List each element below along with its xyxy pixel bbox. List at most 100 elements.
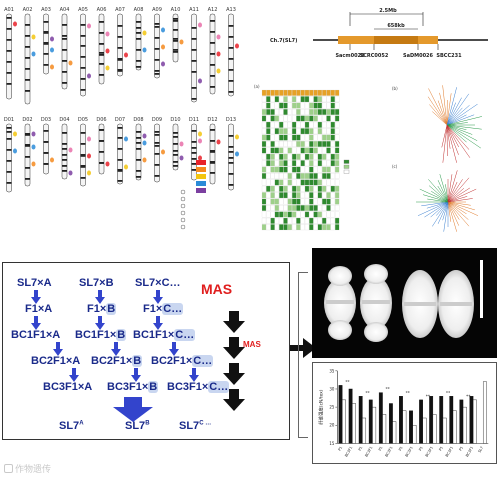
legend-swatch <box>343 159 350 164</box>
genotype-cell <box>296 166 301 173</box>
genotype-cell <box>313 102 318 109</box>
genotype-cell <box>287 128 292 135</box>
genotype-cell <box>274 128 279 135</box>
tree-branch <box>446 87 457 126</box>
qtl-marker <box>235 43 239 49</box>
qtl-marker <box>105 48 110 54</box>
chromosome-band <box>43 130 49 132</box>
genotype-cell <box>334 147 340 154</box>
mas-step-arrow-icon <box>223 337 245 359</box>
bc2-b: BC2F1×B <box>91 355 143 367</box>
tree-branch <box>447 201 479 216</box>
chromosome-band <box>99 63 104 65</box>
genotype-cell <box>313 166 318 173</box>
chromosome-band <box>62 148 67 150</box>
significance-label: ** <box>426 394 431 400</box>
chromosome-band <box>117 159 123 161</box>
legend-symbol <box>180 217 186 223</box>
chromosome-band <box>136 142 141 144</box>
genotype-cell <box>300 96 305 103</box>
significance-label: ** <box>345 379 350 385</box>
genotype-cell <box>283 160 288 167</box>
tree-branch <box>437 100 448 126</box>
marker-label: SBCC231 <box>436 53 462 59</box>
chromosome-label: D07 <box>115 117 125 123</box>
genotype-cell <box>270 109 275 115</box>
genotype-cell <box>322 205 327 211</box>
chromosome-band <box>136 38 141 40</box>
genotype-cell <box>322 166 327 173</box>
chromosome-band <box>25 133 30 135</box>
genotype-cell <box>317 153 323 160</box>
marker-label: Sacm0028 <box>335 53 365 59</box>
genotype-cell <box>304 166 310 173</box>
genotype-cell <box>279 128 284 135</box>
genotype-cell <box>313 205 318 211</box>
chromosome-band <box>80 24 86 26</box>
genotype-cell <box>317 185 323 192</box>
chromosome-band <box>136 60 141 62</box>
significance-label: ** <box>406 390 411 396</box>
qtl-marker <box>142 47 147 53</box>
chromosome-band <box>43 64 49 66</box>
chromosome-band <box>117 170 123 172</box>
chromosome-band <box>62 170 67 172</box>
tree-branch <box>446 124 459 155</box>
significance-label: ** <box>466 394 471 400</box>
genotype-cell <box>313 160 318 167</box>
chromosome-band <box>173 29 178 31</box>
down-arrow-icon <box>95 316 105 330</box>
chromosome-band <box>43 163 49 165</box>
genotype-cell <box>313 141 318 147</box>
genotype-cell <box>300 134 305 141</box>
result-b: SL7B <box>125 420 150 432</box>
x-tick-label: P1 <box>358 446 364 452</box>
chromosome-label: A07 <box>115 7 125 13</box>
genotype-cell <box>261 224 267 231</box>
genotype-cell <box>287 115 292 122</box>
genotype-cell <box>330 109 335 115</box>
genotype-cell <box>261 153 267 160</box>
genotype-cell <box>322 224 327 231</box>
genotype-cell <box>283 217 288 224</box>
chromosome-band <box>228 173 234 175</box>
genotype-cell <box>330 173 335 179</box>
genotype-cell <box>296 115 301 122</box>
qtl-marker <box>235 134 239 140</box>
genotype-cell <box>326 109 331 115</box>
chromosome-band <box>154 26 160 28</box>
genotype-cell <box>261 89 267 96</box>
genotype-cell <box>322 179 327 186</box>
genotype-cell <box>291 102 297 109</box>
chromosome-band <box>191 152 197 154</box>
genotype-cell <box>270 198 275 205</box>
genotype-cell <box>304 211 310 218</box>
bc2-a: BC2F1×A <box>31 355 81 367</box>
genotype-cell <box>313 153 318 160</box>
genotype-cell <box>274 179 279 186</box>
chromosome-bar <box>98 13 105 85</box>
y-axis-label: 纤维强度(cN/tex) <box>318 389 325 425</box>
genotype-cell <box>283 185 288 192</box>
genotype-cell <box>313 121 318 128</box>
chromosome-band <box>228 80 234 82</box>
genotype-cell <box>279 192 284 199</box>
chromosome-band <box>80 177 86 179</box>
genotype-cell <box>334 198 340 205</box>
chromosome-band <box>80 166 86 168</box>
chromosome-band <box>228 69 234 71</box>
chromosome-label: A04 <box>60 7 70 13</box>
chromosome-band <box>136 137 141 139</box>
genotype-cell <box>296 205 301 211</box>
fiber-sample <box>438 270 474 338</box>
x-tick-label: BC3F1 <box>405 446 414 458</box>
genotype-cell <box>287 217 292 224</box>
chromosome-band <box>62 49 67 51</box>
genotype-cell <box>291 217 297 224</box>
genotype-grid <box>261 89 350 231</box>
chromosome-band <box>210 86 215 88</box>
genotype-cell <box>274 173 279 179</box>
qtl-marker <box>198 22 202 28</box>
bar <box>412 425 417 444</box>
marker-label: SCRC0052 <box>360 53 389 59</box>
